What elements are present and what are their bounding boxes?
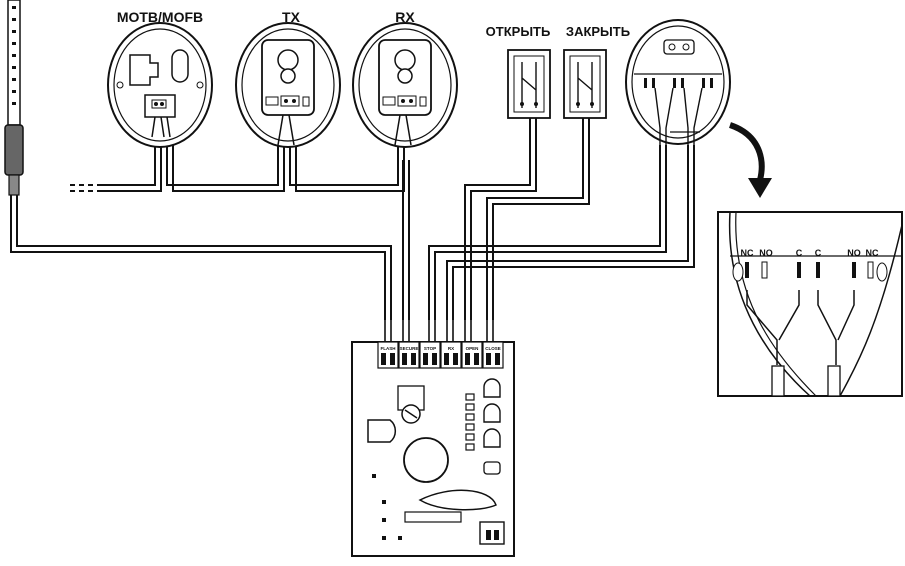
safety-edge-device (625, 19, 731, 145)
motb-label: MOTB/MOFB (117, 9, 203, 25)
tx-label: TX (282, 9, 301, 25)
terminal-label-rx: RX (448, 346, 454, 351)
terminal-label-close: CLOSE (485, 346, 501, 351)
detail-inset: NC NO C C NO NC (717, 211, 903, 397)
terminal-label-secure: SECURE (400, 346, 419, 351)
terminal-block-row: FLASH SECURE STOP RX OPEN CLOSE (377, 341, 504, 369)
terminal-label-flash: FLASH (381, 346, 396, 351)
open-label: ОТКРЫТЬ (486, 24, 551, 39)
close-button-device: ЗАКРЫТЬ (563, 24, 630, 119)
led-strip (4, 0, 24, 196)
detail-terminal-c-left: C (796, 248, 803, 258)
wires (10, 118, 695, 320)
terminal-label-stop: STOP (424, 346, 436, 351)
detail-terminal-no-left: NO (759, 248, 773, 258)
detail-terminal-no-right: NO (847, 248, 861, 258)
detail-terminal-nc-left: NC (741, 248, 754, 258)
rx-photocell: RX (352, 9, 458, 148)
open-button-device: ОТКРЫТЬ (486, 24, 551, 119)
terminal-label-open: OPEN (466, 346, 479, 351)
close-label: ЗАКРЫТЬ (566, 24, 630, 39)
tx-photocell: TX (235, 9, 341, 148)
detail-terminal-c-right: C (815, 248, 822, 258)
control-board: FLASH SECURE STOP RX OPEN CLOSE (351, 320, 515, 557)
motb-device: MOTB/MOFB (107, 9, 213, 148)
detail-terminal-nc-right: NC (866, 248, 879, 258)
rx-label: RX (395, 9, 415, 25)
detail-arrow-icon (728, 122, 772, 198)
